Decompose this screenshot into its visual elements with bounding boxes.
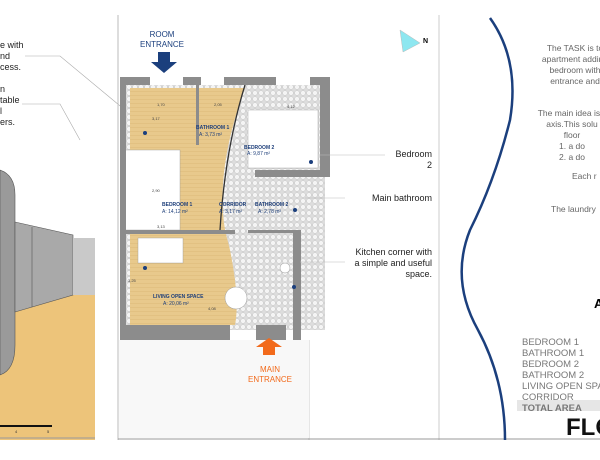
svg-text:LIVING OPEN SPACE: LIVING OPEN SPACE [153, 294, 204, 300]
svg-text:4,12: 4,12 [287, 104, 296, 109]
room-entrance-arrow-icon [151, 52, 177, 73]
callout-main-bathroom: Main bathroom [371, 193, 432, 203]
svg-text:4,08: 4,08 [208, 306, 217, 311]
callout-bedroom-2: Bedroom 2 [395, 149, 432, 170]
svg-text:A: 9,87 m²: A: 9,87 m² [247, 151, 270, 157]
area-item: BATHROOM 2 [522, 370, 585, 381]
decorative-wave [460, 17, 514, 441]
partial-heading: A [594, 296, 600, 311]
area-item: BEDROOM 1 [522, 337, 580, 348]
perspective-render [0, 169, 95, 440]
svg-text:1,70: 1,70 [157, 102, 166, 107]
task-paragraph-2: The main idea is li axis.This solu floor… [537, 108, 600, 162]
task-paragraph-1: The TASK is to apartment adding bedroom … [541, 43, 600, 86]
area-item: LIVING OPEN SPA [522, 381, 600, 392]
svg-text:3,13: 3,13 [157, 224, 166, 229]
svg-text:3,17: 3,17 [152, 116, 161, 121]
main-entrance-arrow-icon [256, 338, 282, 355]
svg-text:CORRIDOR: CORRIDOR [219, 202, 247, 208]
callout-kitchen: Kitchen corner with a simple and useful … [354, 247, 432, 279]
task-paragraph-3: Each r [572, 171, 597, 181]
svg-text:A: 20,06 m²: A: 20,06 m² [163, 301, 189, 307]
area-item: CORRIDOR [522, 392, 574, 403]
svg-text:BEDROOM 2: BEDROOM 2 [244, 145, 275, 151]
scale-tick: 4 [15, 429, 18, 434]
svg-text:A: 2,78 m²: A: 2,78 m² [258, 209, 281, 215]
svg-text:BEDROOM 1: BEDROOM 1 [162, 202, 193, 208]
scale-tick: 5 [47, 429, 50, 434]
note-1: e with nd cess. [0, 40, 24, 72]
area-item: BATHROOM 1 [522, 348, 585, 359]
area-item: BEDROOM 2 [522, 359, 580, 370]
area-list: BEDROOM 1 BATHROOM 1 BEDROOM 2 BATHROOM … [522, 337, 600, 414]
svg-text:BATHROOM 2: BATHROOM 2 [255, 202, 288, 208]
footer-title: FLO [566, 414, 600, 441]
svg-text:2,90: 2,90 [152, 188, 161, 193]
task-paragraph-4: The laundry [551, 204, 596, 214]
north-arrow-icon [399, 29, 421, 53]
main-entrance-label: MAIN ENTRANCE [248, 365, 293, 384]
svg-text:A: 3,17 m²: A: 3,17 m² [219, 209, 242, 215]
total-area-label: TOTAL AREA [522, 403, 582, 414]
note-2: n table l ers. [0, 84, 20, 127]
svg-text:A: 14,12 m²: A: 14,12 m² [162, 209, 188, 215]
svg-text:A: 3,73 m²: A: 3,73 m² [199, 132, 222, 138]
svg-text:2,05: 2,05 [214, 102, 223, 107]
north-label: N [423, 38, 429, 45]
room-entrance-label: ROOM ENTRANCE [140, 30, 185, 49]
room-label: BATHROOM 1 [196, 125, 229, 131]
svg-text:3,25: 3,25 [128, 278, 137, 283]
floor-plan: BATHROOM 1 A: 3,73 m² BEDROOM 2 A: 9,87 … [120, 29, 421, 355]
